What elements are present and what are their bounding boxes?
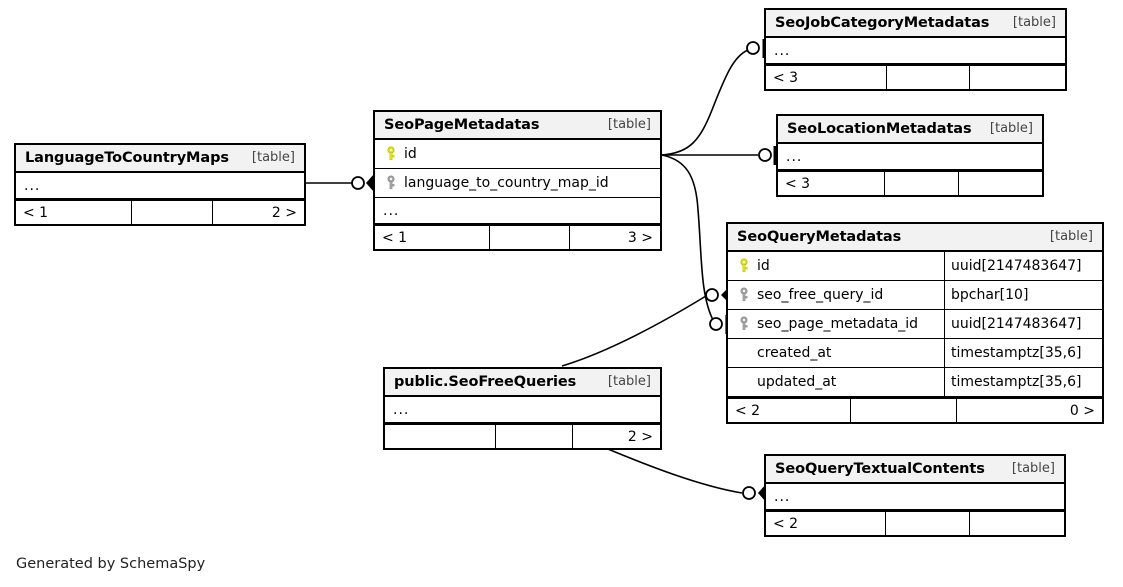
table-seo-location-metadatas[interactable]: SeoLocationMetadatas [table] ... < 3 <box>776 114 1044 197</box>
table-title-bar: SeoQueryMetadatas [table] <box>728 224 1102 252</box>
column-type-cell: bpchar[10] <box>944 281 1102 309</box>
column-row-id[interactable]: id <box>375 140 660 169</box>
footer-middle <box>883 172 958 195</box>
column-name-cell: seo_page_metadata_id <box>728 310 944 338</box>
column-row-seo-free-query-id[interactable]: seo_free_query_id bpchar[10] <box>728 281 1102 310</box>
foreign-key-icon <box>387 175 395 190</box>
table-footer: < 2 0 > <box>728 397 1102 422</box>
column-label: updated_at <box>757 374 837 390</box>
footer-middle <box>885 512 968 535</box>
footer-parent-count: < 3 <box>773 69 799 86</box>
column-name-cell: language_to_country_map_id <box>375 169 660 197</box>
column-name-cell: created_at <box>728 339 944 367</box>
column-name-cell: updated_at <box>728 368 944 396</box>
column-type-cell: uuid[2147483647] <box>944 310 1102 338</box>
table-title-bar: SeoLocationMetadatas [table] <box>778 116 1042 144</box>
column-name-cell: seo_free_query_id <box>728 281 944 309</box>
column-row-language-to-country-map-id[interactable]: language_to_country_map_id <box>375 169 660 198</box>
table-name: public.SeoFreeQueries <box>394 373 577 390</box>
edge-seopagemetadatas-seojobcategorymetadatas <box>661 49 749 156</box>
column-label: id <box>757 258 770 274</box>
edge-seopagemetadatas-seoquerymetadatas <box>661 154 715 323</box>
column-row-seo-page-metadata-id[interactable]: seo_page_metadata_id uuid[2147483647] <box>728 310 1102 339</box>
table-type-tag: [table] <box>1049 229 1093 244</box>
table-type-tag: [table] <box>607 374 651 389</box>
footer-child-count <box>968 512 1064 535</box>
table-seo-job-category-metadatas[interactable]: SeoJobCategoryMetadatas [table] ... < 3 <box>764 8 1067 91</box>
column-type-cell: uuid[2147483647] <box>944 252 1102 280</box>
table-ellipsis-row: ... <box>16 173 304 199</box>
table-name: SeoQueryTextualContents <box>775 460 985 477</box>
edge-seofreequeries-seoquerytextualcontents <box>595 443 743 494</box>
footer-child-count: 2 > <box>572 425 660 448</box>
table-type-tag: [table] <box>607 117 651 132</box>
table-footer: 2 > <box>385 423 660 448</box>
table-title-bar: SeoQueryTextualContents [table] <box>766 456 1064 484</box>
footer-middle <box>885 66 970 89</box>
table-ellipsis-row: ... <box>375 198 660 224</box>
table-footer: < 1 3 > <box>375 224 660 249</box>
footer-middle <box>850 399 956 422</box>
edge-seofreequeries-seoquerymetadatas <box>561 295 707 367</box>
foreign-key-icon <box>740 316 748 331</box>
column-type-cell: timestamptz[35,6] <box>944 368 1102 396</box>
table-name: LanguageToCountryMaps <box>25 149 229 166</box>
table-ellipsis-row: ... <box>766 484 1064 510</box>
column-label: seo_page_metadata_id <box>757 316 919 332</box>
table-seo-query-metadatas[interactable]: SeoQueryMetadatas [table] id uuid[214748… <box>726 222 1104 424</box>
primary-key-icon <box>740 258 748 273</box>
column-label: id <box>404 146 417 162</box>
column-name-cell: id <box>728 252 944 280</box>
footer-child-count <box>957 172 1042 195</box>
footer-parent-count: < 3 <box>785 175 811 192</box>
footer-child-count: 3 > <box>568 226 660 249</box>
table-ellipsis-row: ... <box>778 144 1042 170</box>
primary-key-icon <box>387 146 395 161</box>
table-seo-query-textual-contents[interactable]: SeoQueryTextualContents [table] ... < 2 <box>764 454 1066 537</box>
footer-middle <box>131 201 212 224</box>
table-type-tag: [table] <box>1012 15 1056 30</box>
footer-child-count: 2 > <box>211 201 304 224</box>
footer-child-count <box>969 66 1065 89</box>
table-language-to-country-maps[interactable]: LanguageToCountryMaps [table] ... < 1 2 … <box>14 143 306 226</box>
footer-middle <box>495 425 572 448</box>
table-footer: < 2 <box>766 510 1064 535</box>
generator-caption: Generated by SchemaSpy <box>16 556 206 572</box>
column-row-created-at[interactable]: created_at timestamptz[35,6] <box>728 339 1102 368</box>
table-type-tag: [table] <box>251 150 295 165</box>
table-title-bar: LanguageToCountryMaps [table] <box>16 145 304 173</box>
table-name: SeoPageMetadatas <box>384 116 540 133</box>
column-label: language_to_country_map_id <box>404 175 609 191</box>
table-name: SeoQueryMetadatas <box>737 228 902 245</box>
footer-parent-count: < 1 <box>382 229 408 246</box>
table-type-tag: [table] <box>1011 461 1055 476</box>
column-label: created_at <box>757 345 832 361</box>
column-name-cell: id <box>375 140 660 168</box>
table-title-bar: SeoJobCategoryMetadatas [table] <box>766 10 1065 38</box>
table-footer: < 1 2 > <box>16 199 304 224</box>
table-ellipsis-row: ... <box>766 38 1065 64</box>
table-title-bar: public.SeoFreeQueries [table] <box>385 369 660 397</box>
table-name: SeoLocationMetadatas <box>787 120 972 137</box>
footer-middle <box>489 226 569 249</box>
footer-parent-count: < 2 <box>735 402 761 419</box>
foreign-key-icon <box>740 287 748 302</box>
table-name: SeoJobCategoryMetadatas <box>775 14 990 31</box>
footer-parent-count <box>385 425 495 448</box>
column-type-cell: timestamptz[35,6] <box>944 339 1102 367</box>
footer-parent-count: < 2 <box>773 515 799 532</box>
column-label: seo_free_query_id <box>757 287 884 303</box>
table-ellipsis-row: ... <box>385 397 660 423</box>
table-seo-page-metadatas[interactable]: SeoPageMetadatas [table] id <box>373 110 662 251</box>
column-row-updated-at[interactable]: updated_at timestamptz[35,6] <box>728 368 1102 397</box>
table-public-seo-free-queries[interactable]: public.SeoFreeQueries [table] ... 2 > <box>383 367 662 450</box>
table-footer: < 3 <box>766 64 1065 89</box>
table-title-bar: SeoPageMetadatas [table] <box>375 112 660 140</box>
footer-parent-count: < 1 <box>23 204 49 221</box>
table-type-tag: [table] <box>989 121 1033 136</box>
table-footer: < 3 <box>778 170 1042 195</box>
footer-child-count: 0 > <box>956 399 1102 422</box>
column-row-id[interactable]: id uuid[2147483647] <box>728 252 1102 281</box>
